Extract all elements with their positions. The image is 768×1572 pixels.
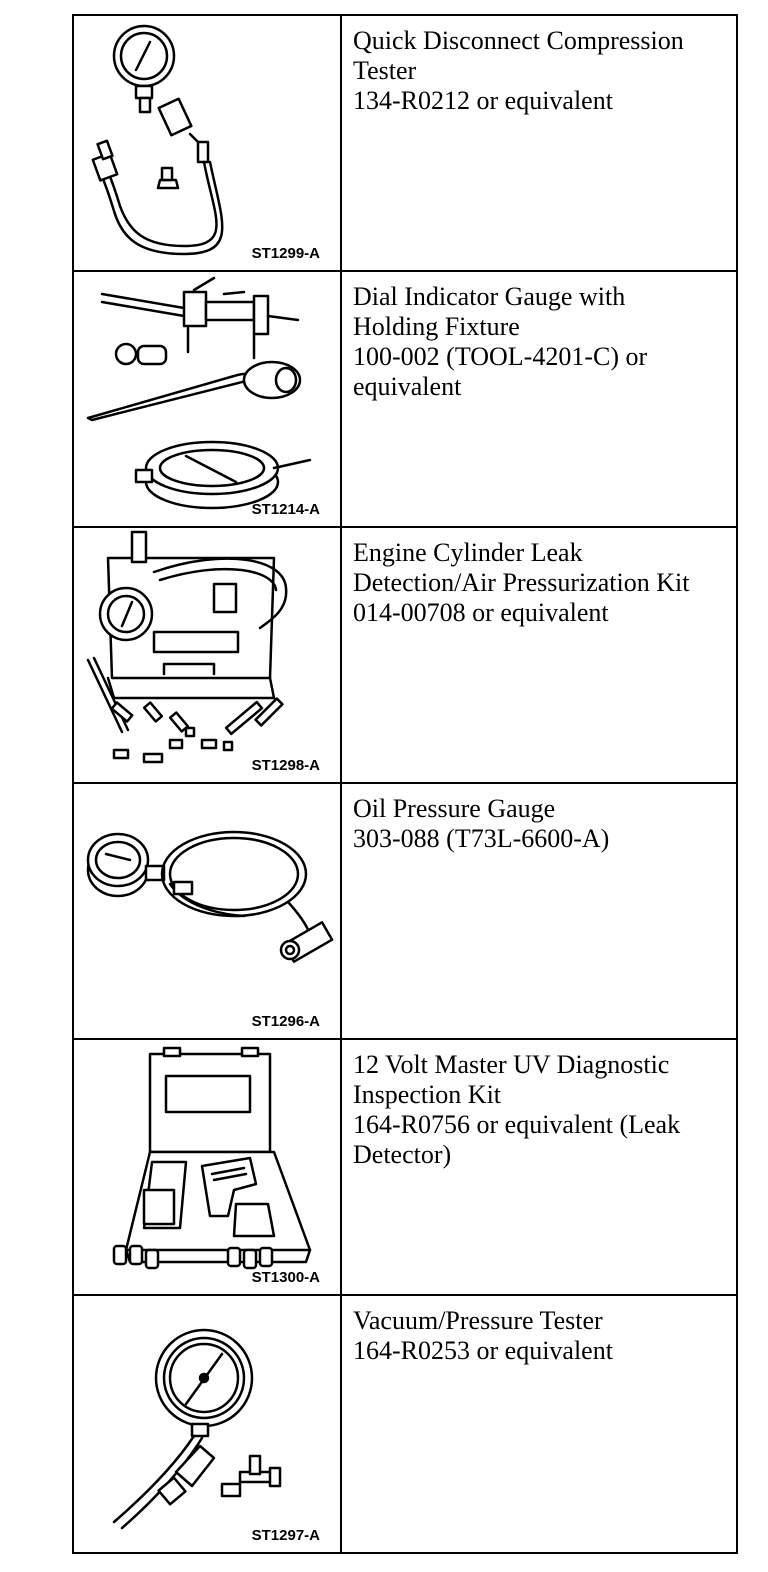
tool-description-line: Vacuum/Pressure Tester [353,1306,603,1335]
uv-inspection-kit-icon [112,1046,312,1270]
tool-row: ST1297-A Vacuum/Pressure Tester 164-R025… [72,1294,738,1554]
tool-description-line: Detection/Air Pressurization Kit [353,568,690,597]
tool-description-line: 134-R0212 or equivalent [353,86,613,115]
tool-description-line: Oil Pressure Gauge [353,794,556,823]
tool-description-line: 12 Volt Master UV Diagnostic [353,1050,670,1079]
tool-description-cell: Dial Indicator Gauge with Holding Fixtur… [340,270,738,528]
tool-code: ST1214-A [251,501,320,518]
tool-description-line: 164-R0756 or equivalent (Leak [353,1110,681,1139]
tool-row: ST1214-A Dial Indicator Gauge with Holdi… [72,270,738,528]
tool-description-line: equivalent [353,372,462,401]
compression-tester-icon [91,24,224,256]
tool-image-cell: ST1296-A [72,782,342,1040]
tool-row: ST1298-A Engine Cylinder Leak Detection/… [72,526,738,784]
tool-image-cell: ST1298-A [72,526,342,784]
tool-description-line: Inspection Kit [353,1080,502,1109]
special-tools-table: ST1299-A Quick Disconnect Compression Te… [72,14,738,1554]
oil-pressure-gauge-icon [86,830,334,963]
tool-description-line: Dial Indicator Gauge with [353,282,626,311]
tool-image-cell: ST1214-A [72,270,342,528]
tool-description-line: Quick Disconnect Compression [353,26,684,55]
tool-description-cell: 12 Volt Master UV Diagnostic Inspection … [340,1038,738,1296]
tool-description-cell: Engine Cylinder Leak Detection/Air Press… [340,526,738,784]
tool-description-line: Holding Fixture [353,312,520,341]
tool-description-line: 303-088 (T73L-6600-A) [353,824,610,853]
tool-description-cell: Oil Pressure Gauge 303-088 (T73L-6600-A) [340,782,738,1040]
tool-description-line: 014-00708 or equivalent [353,598,609,627]
tool-description-line: Engine Cylinder Leak [353,538,583,567]
tool-code: ST1298-A [251,757,320,774]
tool-image-cell: ST1300-A [72,1038,342,1296]
tool-code: ST1296-A [251,1013,320,1030]
tool-description-line: 100-002 (TOOL-4201-C) or [353,342,648,371]
tool-image-cell: ST1299-A [72,14,342,272]
tool-row: ST1300-A 12 Volt Master UV Diagnostic In… [72,1038,738,1296]
tool-description-cell: Vacuum/Pressure Tester 164-R0253 or equi… [340,1294,738,1554]
tool-description-cell: Quick Disconnect Compression Tester 134-… [340,14,738,272]
vacuum-tester-icon [112,1328,282,1530]
tool-description-line: Tester [353,56,417,85]
tool-code: ST1299-A [251,245,320,262]
tool-code: ST1297-A [251,1527,320,1544]
leak-detection-kit-icon [86,530,288,764]
tool-code: ST1300-A [251,1269,320,1286]
dial-indicator-icon [86,276,312,510]
tool-row: ST1296-A Oil Pressure Gauge 303-088 (T73… [72,782,738,1040]
tool-description-line: 164-R0253 or equivalent [353,1336,613,1365]
tool-description-line: Detector) [353,1140,452,1169]
tool-row: ST1299-A Quick Disconnect Compression Te… [72,14,738,272]
tool-image-cell: ST1297-A [72,1294,342,1554]
